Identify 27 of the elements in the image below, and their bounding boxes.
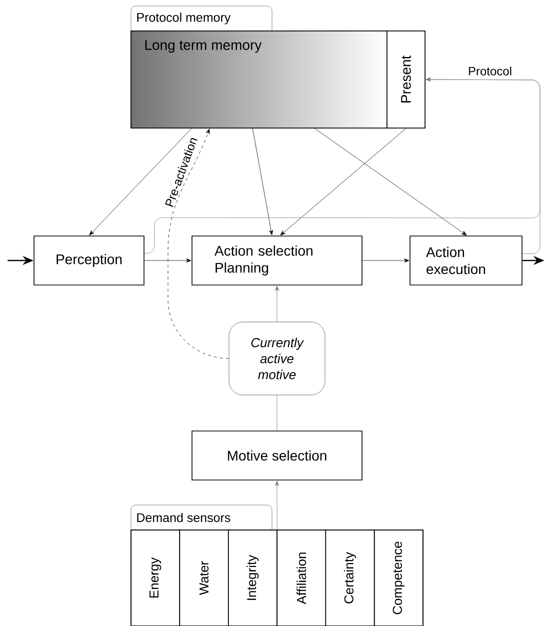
sensor-cell: Certainty [325,530,375,626]
edge-label: Protocol [467,66,514,76]
arrow [426,78,540,254]
narrow-box: Present [386,30,426,128]
arrow [252,128,274,236]
node-label: Protocol memory [137,12,231,24]
node-label: Demand sensors [137,512,230,522]
arrow [314,128,467,236]
sensor-cell: Water [179,530,229,626]
sensor-cell: Integrity [228,530,278,626]
arrow [89,128,192,236]
arrow [280,128,406,236]
process-box: Perception [34,236,144,286]
sensor-cell: Competence [374,530,424,626]
dashed-arrow [168,128,229,359]
sensor-cell: Energy [130,530,180,626]
process-box: Action selection Planning [192,236,362,286]
arrow [275,286,279,322]
arrow [362,258,410,262]
memory-box: Long term memory [130,30,388,128]
process-box: Motive selection [192,430,362,480]
rounded-box: Currently active motive [228,322,326,396]
arrow [144,258,192,262]
process-box: Action execution [410,236,522,286]
arrow [275,480,279,530]
connector-line [276,395,278,431]
sensor-cell: Affiliation [276,530,326,626]
